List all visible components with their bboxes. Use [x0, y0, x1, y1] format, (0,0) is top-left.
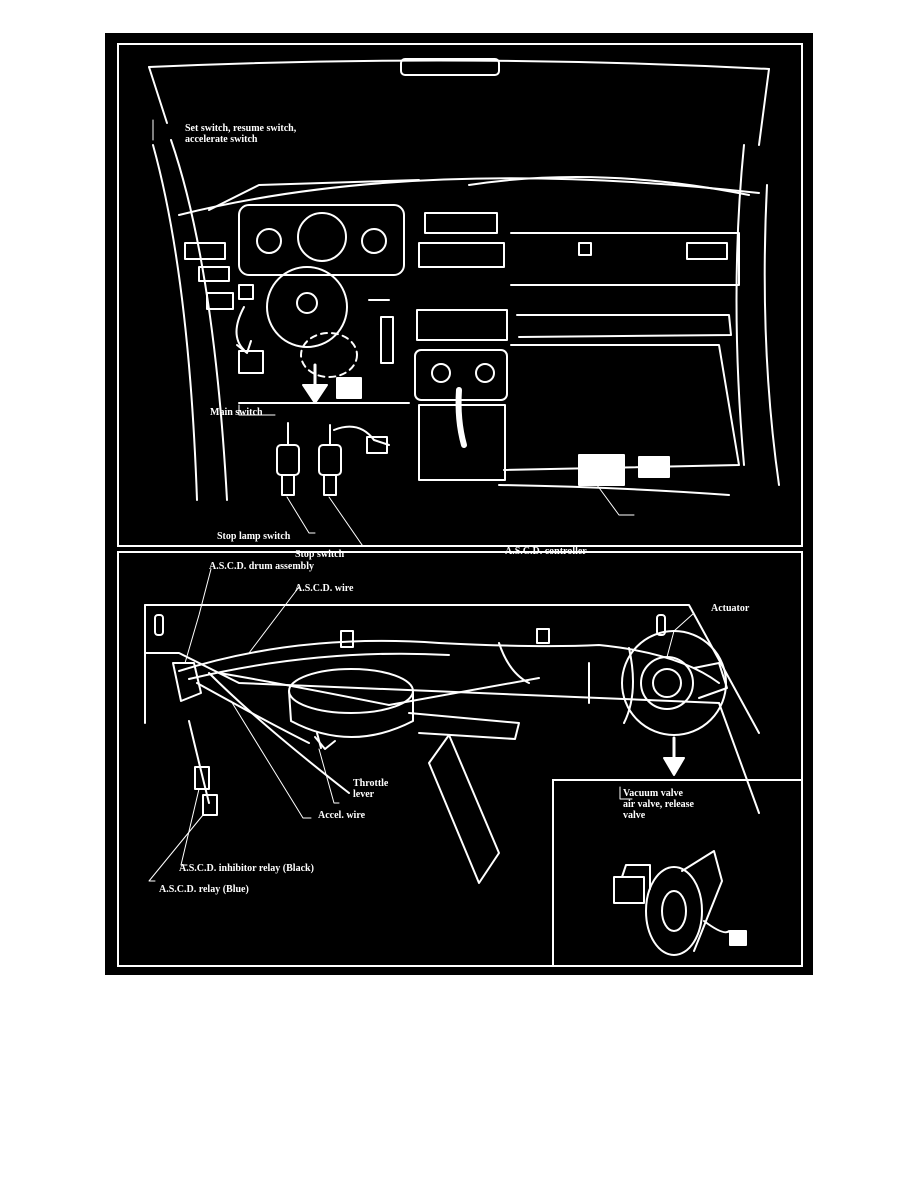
hidden-area-marker — [300, 332, 358, 378]
main-switch-label: Main switch — [210, 407, 263, 418]
engine-bay-panel — [117, 551, 803, 967]
dashboard-panel — [117, 43, 803, 547]
vacuum-valve-inset — [552, 779, 803, 967]
inhibitor-relay-label: A.S.C.D. inhibitor relay (Black) — [179, 863, 314, 874]
drum-assembly-label: A.S.C.D. drum assembly — [209, 561, 315, 572]
stop-switch-icon — [318, 444, 342, 476]
wire-label: A.S.C.D. wire — [295, 583, 354, 594]
steering-wheel-icon — [266, 266, 348, 348]
actuator-label: Actuator — [711, 603, 750, 614]
air-cleaner — [288, 668, 414, 714]
gauge-right-icon — [361, 228, 387, 254]
inhibitor-relay-icon — [194, 766, 210, 790]
vacuum-valve-label: Vacuum valve air valve, release valve — [623, 788, 694, 821]
valve-body-icon — [613, 876, 645, 904]
stop-switch-label: Stop switch — [295, 549, 345, 560]
gear-shifter — [455, 387, 467, 448]
rearview-mirror — [400, 58, 500, 76]
relay-icon — [202, 794, 218, 816]
engine-bay-illustration — [144, 568, 760, 884]
set-switch-label: Set switch, resume switch, accelerate sw… — [185, 123, 297, 145]
radio-unit — [416, 309, 508, 341]
set-switch-icon — [198, 266, 230, 282]
accel-wire-label: Accel. wire — [318, 810, 366, 821]
throttle-lever-label: Throttle lever — [353, 778, 389, 800]
relay-label: A.S.C.D. relay (Blue) — [159, 884, 249, 895]
stop-lamp-switch-label: Stop lamp switch — [217, 531, 291, 542]
main-switch-icon — [238, 350, 264, 374]
vacuum-valve-illustration — [613, 786, 747, 956]
speedometer-icon — [297, 212, 347, 262]
stop-lamp-switch-icon — [276, 444, 300, 476]
drum-assembly-icon — [172, 662, 202, 702]
controller-icon — [578, 454, 625, 486]
intake-duct — [428, 734, 500, 884]
dashboard-illustration — [148, 58, 780, 545]
instrument-cluster — [238, 204, 405, 276]
diagram-sheet: Set switch, resume switch, accelerate sw… — [105, 33, 813, 975]
gauge-left-icon — [256, 228, 282, 254]
